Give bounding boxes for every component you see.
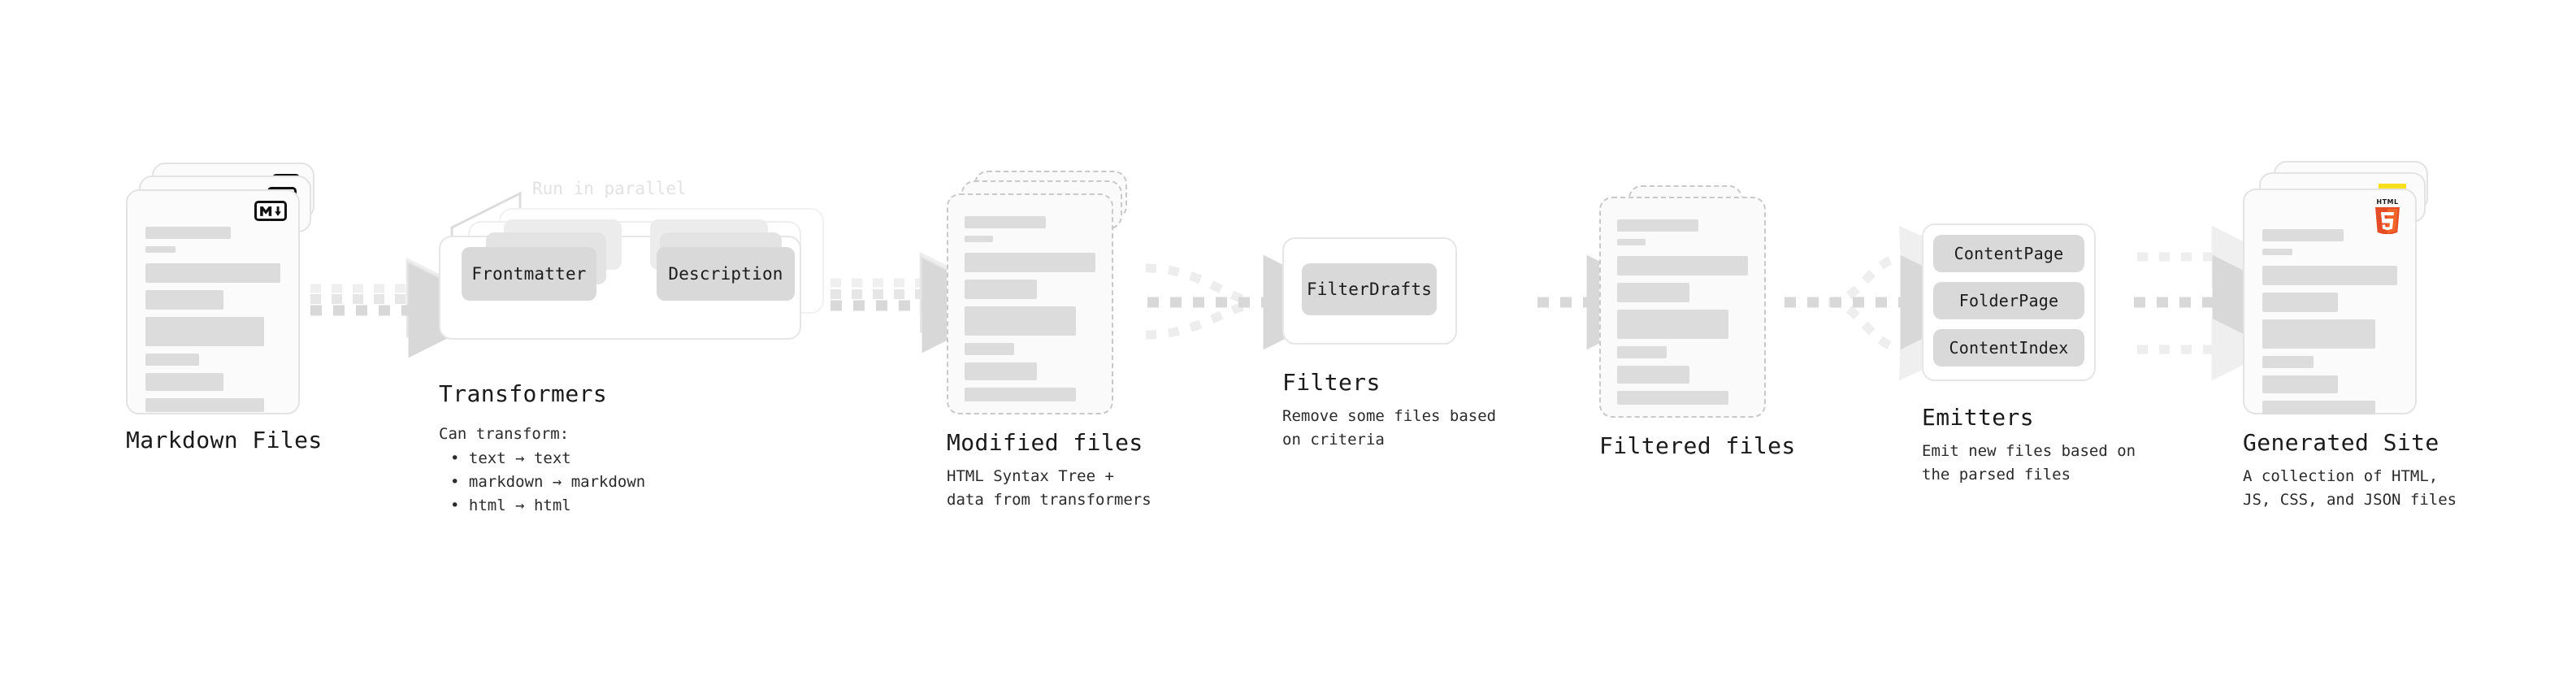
markdown-icon [254,201,287,221]
generated-site-title: Generated Site [2243,429,2439,456]
stage-modified-files: Modified files HTML Syntax Tree + data f… [947,171,1151,509]
transformers-bullet-1: • markdown → markdown [450,473,646,491]
connector-markdown-to-transformers [310,257,504,358]
modified-sheet-front [947,193,1113,414]
connector-transformers-to-modified [830,251,1017,354]
transformers-subtitle: Can transform: [439,425,570,443]
transformers-bullet-0: • text → text [450,449,571,467]
html5-icon: HTML [2371,197,2404,234]
emitter-chip-folderpage[interactable]: FolderPage [1933,282,2084,319]
markdown-files-title: Markdown Files [126,427,323,453]
transformers-bullet-2: • html → html [450,497,571,514]
filter-chip-filterdrafts[interactable]: FilterDrafts [1302,263,1437,315]
connector-emitters-to-site [2134,225,2308,381]
generated-site-subtitle: A collection of HTML, JS, CSS, and JSON … [2243,467,2457,510]
filtered-sheet-front [1599,197,1766,418]
filters-subtitle: Remove some files based on criteria [1282,407,1497,449]
markdown-card-stack [126,163,321,414]
emitters-title: Emitters [1922,404,2035,431]
filtered-card-stack [1599,185,1794,418]
modified-placeholder-lines [965,216,1095,409]
filters-title: Filters [1282,369,1381,396]
markdown-placeholder-lines [145,227,280,419]
svg-text:HTML: HTML [2376,198,2398,206]
modified-card-stack [947,171,1142,414]
emitter-chip-contentpage[interactable]: ContentPage [1933,235,2084,272]
stage-markdown-files: Markdown Files [126,163,322,453]
filtered-placeholder-lines [1617,219,1748,412]
markdown-sheet-front [126,189,300,414]
site-placeholder-lines [2262,229,2397,422]
emitter-chip-contentindex[interactable]: ContentIndex [1933,329,2084,367]
filtered-files-title: Filtered files [1599,432,1796,459]
modified-files-title: Modified files [947,429,1143,456]
stage-filtered-files: Filtered files [1599,185,1795,459]
run-in-parallel-annotation: Run in parallel [532,179,687,198]
transformer-chip-description[interactable]: Description [657,247,795,301]
transformers-title: Transformers [439,380,608,407]
modified-files-subtitle: HTML Syntax Tree + data from transformer… [947,467,1151,510]
site-card-stack: CSS HTML [2243,161,2446,414]
site-sheet-front: HTML [2243,189,2417,414]
emitters-subtitle: Emit new files based on the parsed files [1922,442,2136,484]
transformer-chip-frontmatter[interactable]: Frontmatter [462,247,596,301]
connector-filtered-to-emitters [1785,225,1996,381]
stage-generated-site: CSS HTML [2243,161,2457,509]
connector-modified-to-filters [1145,254,1359,350]
